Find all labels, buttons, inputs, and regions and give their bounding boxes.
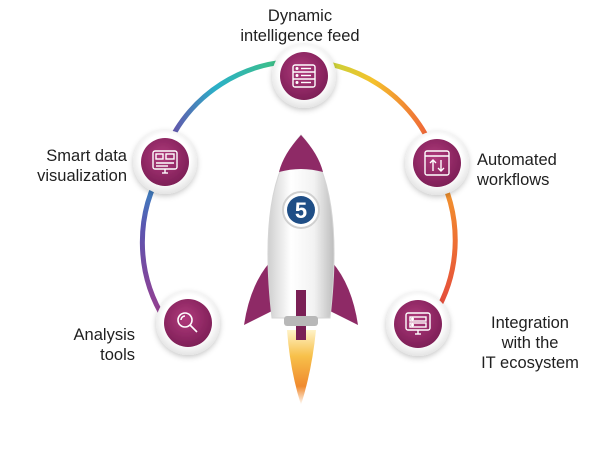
server-rack-icon [292, 64, 316, 88]
feature-circle-upper-left [133, 130, 197, 194]
feature-circle-upper-right [405, 131, 469, 195]
rocket-badge-number: 5 [295, 198, 307, 223]
rocket-center-fin [296, 290, 306, 340]
feature-circle-lower-left [156, 291, 220, 355]
feature-label-dynamic-intelligence-feed: Dynamic intelligence feed [240, 7, 360, 45]
dashboard-monitor-icon [152, 150, 178, 174]
network-monitor-icon [405, 312, 431, 335]
feature-label-analysis-tools: Analysis tools [73, 326, 135, 364]
feature-label-integration-it-ecosystem: Integration with the IT ecosystem [481, 314, 579, 372]
rocket-flame [287, 330, 316, 405]
feature-circle-lower-right [386, 292, 450, 356]
rocket: 5 [244, 134, 358, 405]
up-down-arrows-window-icon [424, 150, 450, 176]
rocket-right-fin [328, 262, 358, 325]
feature-label-automated-workflows: Automated workflows [477, 151, 557, 189]
feature-label-smart-data-visualization: Smart data visualization [37, 147, 127, 185]
rocket-nose [279, 135, 323, 172]
rocket-nozzle [284, 316, 318, 326]
magnifier-icon [177, 312, 198, 333]
rocket-left-fin [244, 262, 274, 325]
